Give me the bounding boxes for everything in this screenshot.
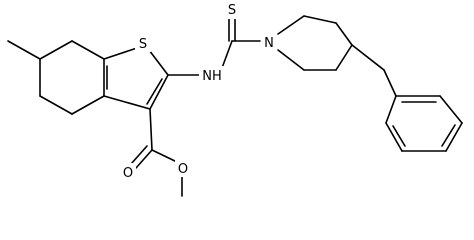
atom-labels: S NH S N O O: [120, 1, 277, 181]
benzene-bond: [385, 122, 403, 152]
carbonyl-double-bond: [130, 145, 148, 165]
methyl-bond: [7, 40, 41, 60]
benzene-bond: [445, 122, 463, 152]
ring-bond: [71, 40, 105, 60]
bonds: [7, 13, 463, 197]
benzene-bond: [439, 95, 463, 124]
thiophene-bond: [103, 47, 138, 60]
sulfur-ring-label: S: [139, 37, 147, 52]
ester-oxygen-label: O: [178, 162, 188, 177]
carbonyl-double-bond: [135, 149, 153, 169]
piperidine-nitrogen-label: N: [264, 36, 274, 51]
benzyl-bond: [351, 44, 385, 71]
chemical-structure: S NH S N O O: [7, 1, 463, 197]
benzyl-bond: [383, 69, 397, 97]
amine-label: NH: [202, 69, 222, 84]
piperidine-bond: [335, 44, 353, 71]
ester-oxygen-bond: [151, 149, 178, 163]
piperidine-bond: [335, 22, 353, 46]
thiophene-bond: [103, 95, 151, 110]
carbonyl-oxygen-label: O: [123, 166, 133, 181]
thiophene-bond: [149, 74, 169, 110]
piperidine-bond: [277, 15, 305, 35]
thiophene-double-bond: [146, 78, 163, 105]
benzene-bond: [385, 95, 397, 124]
piperidine-bond: [303, 15, 337, 24]
ring-bond: [71, 95, 105, 115]
ring-bond: [39, 40, 73, 60]
ester-bond: [149, 108, 153, 151]
ring-bond: [39, 95, 73, 115]
benzene-double-bond: [392, 125, 406, 147]
piperidine-bond: [277, 49, 305, 71]
amine-bond: [221, 40, 233, 69]
thione-sulfur-label: S: [228, 3, 236, 18]
thiophene-bond: [148, 49, 169, 76]
benzene-double-bond: [441, 124, 456, 147]
